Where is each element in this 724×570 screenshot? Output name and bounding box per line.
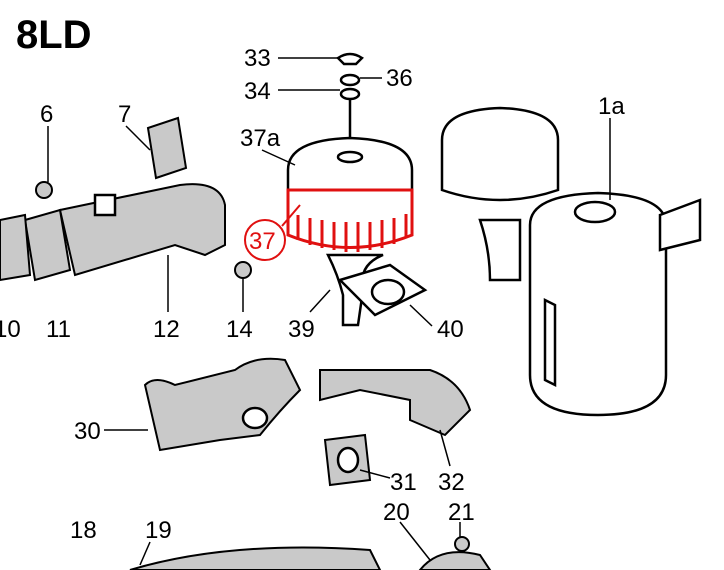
- callout-40[interactable]: 40: [437, 316, 464, 343]
- nut-part-14[interactable]: [234, 261, 252, 279]
- callout-32[interactable]: 32: [438, 469, 465, 496]
- callout-39[interactable]: 39: [288, 316, 315, 343]
- nut-part-6[interactable]: [35, 181, 53, 199]
- callout-14[interactable]: 14: [226, 316, 253, 343]
- flange-part-11[interactable]: [23, 208, 72, 282]
- filter-cover-part-37a[interactable]: [286, 136, 414, 192]
- callout-33[interactable]: 33: [244, 45, 271, 72]
- gasket-part-31[interactable]: [323, 433, 372, 487]
- callout-11[interactable]: 11: [46, 316, 71, 343]
- callout-37[interactable]: 37: [249, 228, 276, 255]
- callout-30[interactable]: 30: [74, 418, 101, 445]
- callout-34[interactable]: 34: [244, 78, 271, 105]
- callout-36[interactable]: 36: [386, 65, 413, 92]
- pipe-part-32[interactable]: [319, 369, 472, 437]
- gasket-part-40[interactable]: [337, 263, 428, 317]
- wing-nut-part-33[interactable]: [336, 52, 364, 66]
- callout-20[interactable]: 20: [383, 499, 410, 526]
- part-10[interactable]: [0, 213, 32, 282]
- callout-18[interactable]: 18: [70, 517, 97, 544]
- callout-10[interactable]: 10: [0, 316, 21, 343]
- manifold-part-30[interactable]: [143, 357, 302, 452]
- model-title: 8LD: [16, 13, 92, 57]
- part-20-21[interactable]: [129, 536, 492, 570]
- filter-element-part-37[interactable]: [286, 188, 414, 252]
- leader-lines: [47, 57, 611, 566]
- gasket-part-7[interactable]: [146, 116, 188, 180]
- callout-6[interactable]: 6: [40, 101, 53, 128]
- callout-37a[interactable]: 37a: [240, 125, 281, 152]
- callout-1a[interactable]: 1a: [598, 93, 625, 120]
- filter-assembly-part-1a[interactable]: [440, 106, 702, 417]
- manifold-part-12[interactable]: [58, 183, 226, 277]
- callout-7[interactable]: 7: [118, 101, 131, 128]
- washer-part-34-36[interactable]: [339, 73, 361, 150]
- callout-31[interactable]: 31: [390, 469, 417, 496]
- callout-21[interactable]: 21: [448, 499, 475, 526]
- highlight-circle: [244, 219, 286, 261]
- callout-12[interactable]: 12: [153, 316, 180, 343]
- callout-19[interactable]: 19: [145, 517, 172, 544]
